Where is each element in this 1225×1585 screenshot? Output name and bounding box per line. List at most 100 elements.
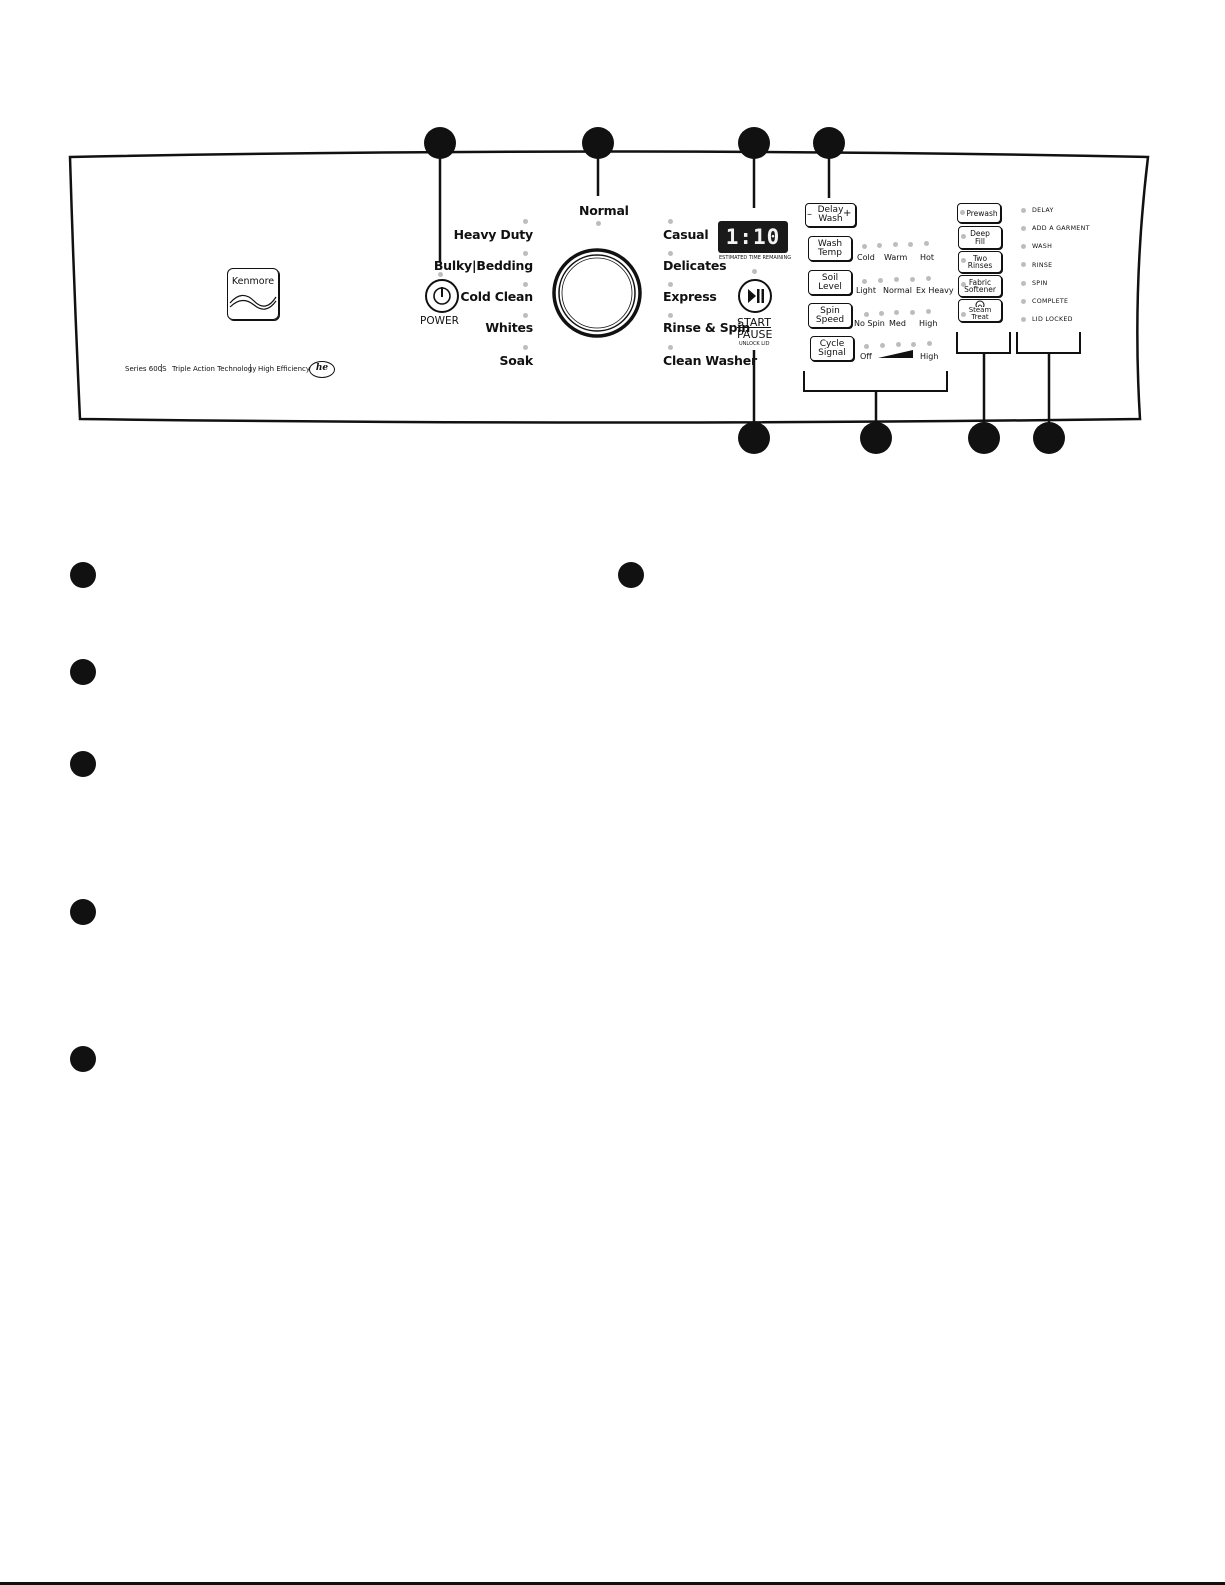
wash-temp-level-cold: Cold (857, 253, 875, 262)
two-rinses-line2: Rinses (967, 261, 993, 270)
cycle-indicator-whites (523, 313, 528, 318)
soil-level-button[interactable]: Soil Level (808, 270, 852, 295)
tagline-divider-1: | (160, 363, 163, 372)
deep-fill-button[interactable]: Deep Fill (958, 226, 1002, 249)
two-rinses-button[interactable]: Two Rinses (958, 251, 1002, 273)
wash-temp-level-hot: Hot (920, 253, 935, 262)
steam-icon (975, 300, 985, 307)
he-logo-text: he (315, 363, 329, 373)
wash-temp-level-light (877, 243, 882, 248)
page-bottom-rule (0, 1582, 1225, 1585)
fabric-softener-line1: Fabric (968, 277, 992, 287)
power-button[interactable] (425, 279, 459, 313)
status-light-spin (1021, 281, 1026, 286)
wash-temp-level-warm: Warm (884, 253, 908, 262)
cycle-signal-off-label: Off (860, 352, 872, 361)
start-label: START (737, 316, 771, 329)
start-indicator-light (752, 269, 757, 274)
status-label-add-garment: ADD A GARMENT (1032, 225, 1090, 232)
fabric-softener-indicator-light (961, 282, 966, 287)
time-display: 1:10 (718, 221, 788, 253)
cycle-label-soak: Soak (499, 353, 533, 368)
delay-wash-button[interactable]: Delay Wash (805, 203, 856, 227)
steam-treat-button[interactable]: Steam Treat (958, 299, 1002, 322)
cycle-label-normal: Normal (579, 203, 629, 218)
cycle-label-whites: Whites (485, 320, 533, 335)
cycle-label-bulky-bedding: Bulky|Bedding (433, 258, 533, 273)
legend-marker-6 (618, 562, 644, 588)
cycle-signal-level-light (927, 341, 932, 346)
series-label: Series 600S (125, 365, 167, 373)
cycle-indicator-heavy-duty (523, 219, 528, 224)
callout-marker-top-1 (424, 127, 456, 159)
status-light-wash (1021, 244, 1026, 249)
spin-speed-line1: Spin (820, 305, 840, 316)
two-rinses-indicator-light (961, 258, 966, 263)
cycle-signal-line2: Signal (818, 347, 846, 358)
spin-speed-level-light (864, 312, 869, 317)
callout-marker-bottom-2 (860, 422, 892, 454)
soil-level-ex-heavy-label: Ex Heavy (916, 286, 954, 295)
efficiency-label: High Efficiency (258, 365, 311, 373)
prewash-button[interactable]: Prewash (957, 203, 1001, 223)
callout-marker-top-3 (738, 127, 770, 159)
spin-speed-level-light (910, 310, 915, 315)
spin-speed-no-spin-label: No Spin (854, 319, 885, 328)
cycle-label-casual: Casual (663, 227, 709, 242)
cycle-signal-level-light (864, 344, 869, 349)
deep-fill-indicator-light (961, 234, 966, 239)
unlock-lid-label: UNLOCK LID (739, 341, 770, 347)
wash-temp-button[interactable]: Wash Temp (808, 236, 852, 261)
spin-speed-line2: Speed (815, 314, 845, 325)
cycle-indicator-express (668, 282, 673, 287)
cycle-signal-high-label: High (920, 352, 939, 361)
pause-label: PAUSE (737, 328, 773, 341)
soil-level-light (894, 277, 899, 282)
cycle-indicator-casual (668, 219, 673, 224)
fabric-softener-button[interactable]: Fabric Softener (958, 275, 1002, 297)
cycle-signal-button[interactable]: Cycle Signal (810, 336, 854, 361)
fabric-softener-line2: Softener (964, 285, 996, 294)
status-light-add-garment (1021, 226, 1026, 231)
wash-temp-level-light (862, 244, 867, 249)
cycle-indicator-cold-clean (523, 282, 528, 287)
soil-level-line1: Soil (821, 272, 839, 283)
spin-speed-level-light (879, 311, 884, 316)
soil-level-light-label: Light (856, 286, 876, 295)
cycle-label-express: Express (663, 289, 717, 304)
status-label-delay: DELAY (1032, 207, 1054, 214)
steam-treat-label: Steam Treat (968, 306, 992, 321)
tagline-divider-2: | (249, 363, 252, 372)
soil-level-line2: Level (818, 281, 842, 292)
soil-level-light (878, 278, 883, 283)
status-label-wash: WASH (1032, 243, 1053, 250)
delay-minus-icon[interactable]: – (807, 209, 812, 220)
callout-marker-top-2 (582, 127, 614, 159)
cycle-indicator-clean-washer (668, 345, 673, 350)
cycle-selector-knob[interactable] (552, 248, 642, 338)
start-pause-button[interactable] (738, 279, 772, 313)
spin-speed-level-light (894, 310, 899, 315)
legend-marker-4 (70, 899, 96, 925)
callout-marker-bottom-4 (1033, 422, 1065, 454)
delay-wash-line2: Wash (818, 214, 843, 224)
soil-level-light (926, 276, 931, 281)
cycle-label-rinse-spin: Rinse & Spin (663, 320, 751, 335)
legend-marker-3 (70, 751, 96, 777)
status-label-spin: SPIN (1032, 280, 1048, 287)
cycle-indicator-normal (596, 221, 601, 226)
delay-plus-icon[interactable]: + (843, 208, 852, 219)
cycle-signal-level-light (896, 342, 901, 347)
status-light-rinse (1021, 262, 1026, 267)
status-label-rinse: RINSE (1032, 262, 1053, 269)
status-light-complete (1021, 299, 1026, 304)
time-display-digits: 1:10 (725, 225, 781, 249)
callout-marker-bottom-1 (738, 422, 770, 454)
cycle-signal-level-light (911, 342, 916, 347)
spin-speed-button[interactable]: Spin Speed (808, 303, 852, 328)
spin-speed-high-label: High (919, 319, 938, 328)
status-label-complete: COMPLETE (1032, 298, 1069, 305)
soil-level-light (910, 277, 915, 282)
cycle-signal-line1: Cycle (819, 338, 845, 349)
